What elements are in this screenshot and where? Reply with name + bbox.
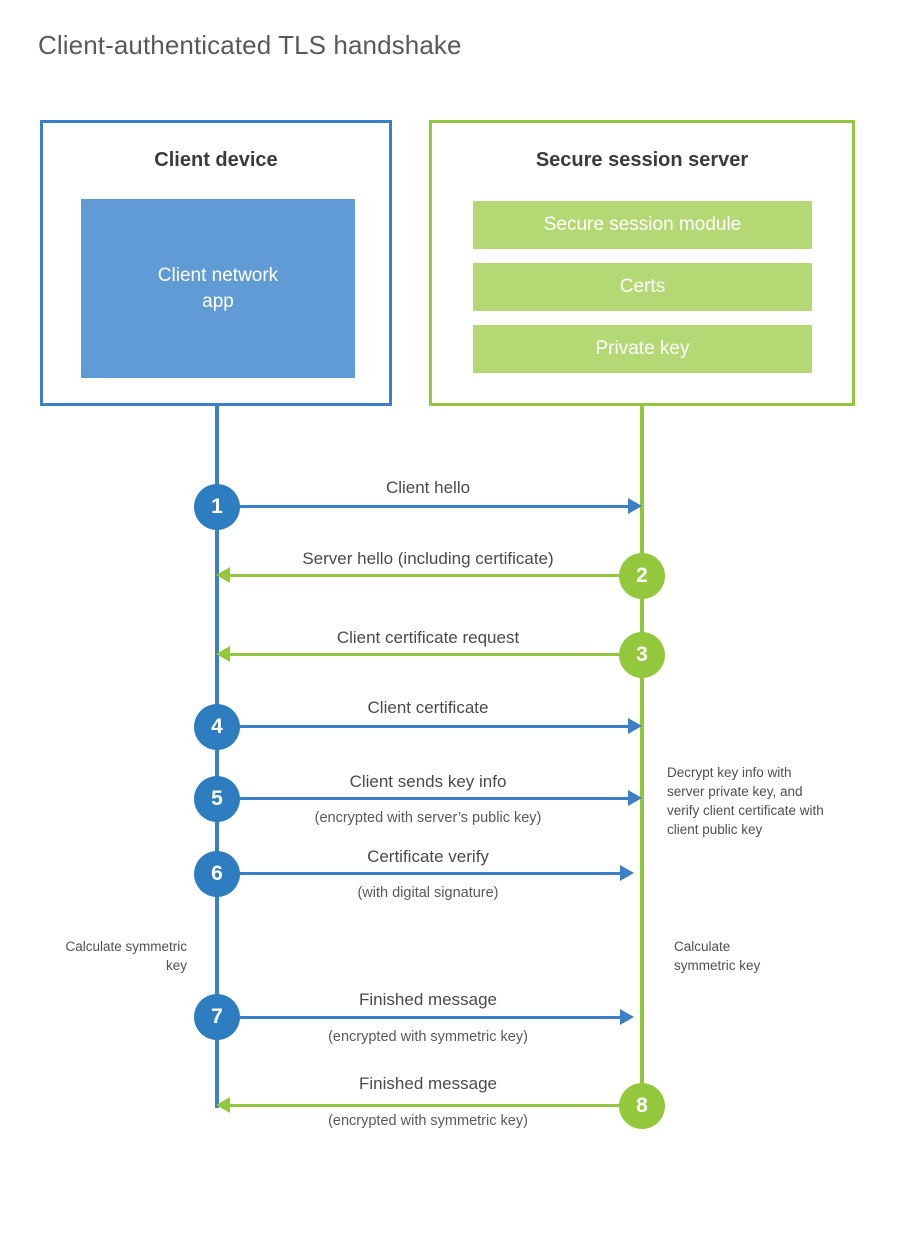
step-number: 2 xyxy=(636,564,648,587)
step-circle-2: 2 xyxy=(619,553,665,599)
message-label-6: Certificate verify xyxy=(367,847,489,866)
client-network-app-label: Client network app xyxy=(157,264,279,312)
message-label-5: Client sends key info xyxy=(349,772,507,791)
client-device-title: Client device xyxy=(154,149,278,171)
message-label-2: Server hello (including certificate) xyxy=(302,549,554,568)
step-circle-3: 3 xyxy=(619,632,665,678)
annotation-server-decrypt: Decrypt key info with server private key… xyxy=(667,765,824,838)
message-arrow-4 xyxy=(217,725,638,728)
annotation-client-calculate-symmetric-key: Calculate symmetric key xyxy=(65,939,187,974)
server-block-label: Certs xyxy=(619,276,666,297)
message-arrow-6 xyxy=(217,872,628,875)
secure-session-server-title: Secure session server xyxy=(535,149,749,171)
server-block-label: Secure session module xyxy=(543,214,742,235)
message-label-8: Finished message xyxy=(359,1074,497,1093)
message-label-1: Client hello xyxy=(385,478,471,497)
step-number: 3 xyxy=(636,643,648,666)
message-sublabel-8: (encrypted with symmetric key) xyxy=(328,1113,528,1129)
step-number: 6 xyxy=(211,862,223,885)
server-block-private-key: Private key xyxy=(473,325,812,373)
page-title: Client-authenticated TLS handshake xyxy=(38,30,462,60)
server-block-certs: Certs xyxy=(473,263,812,311)
message-sublabel-7: (encrypted with symmetric key) xyxy=(328,1029,528,1045)
message-label-7: Finished message xyxy=(359,990,497,1009)
server-block-secure-session-module: Secure session module xyxy=(473,201,812,249)
step-circle-4: 4 xyxy=(194,704,240,750)
step-number: 7 xyxy=(211,1005,223,1028)
arrow-head-7 xyxy=(620,1009,634,1025)
client-network-app-block: Client network app xyxy=(81,199,355,378)
step-number: 4 xyxy=(211,715,223,738)
arrow-head-5 xyxy=(628,790,642,806)
arrow-head-4 xyxy=(628,718,642,734)
annotation-server-calculate-symmetric-key: Calculate symmetric key xyxy=(674,939,761,974)
step-circle-8: 8 xyxy=(619,1083,665,1129)
client-device-box: Client device Client network app xyxy=(40,120,392,406)
secure-session-server-box: Secure session server Secure session mod… xyxy=(429,120,855,406)
arrow-head-6 xyxy=(620,865,634,881)
message-sublabel-6: (with digital signature) xyxy=(357,885,499,901)
step-number: 5 xyxy=(211,787,223,810)
message-arrow-1 xyxy=(217,505,638,508)
step-circle-1: 1 xyxy=(194,484,240,530)
step-number: 1 xyxy=(211,495,223,518)
client-lifeline xyxy=(215,405,219,1108)
arrow-head-1 xyxy=(628,498,642,514)
message-arrow-3 xyxy=(228,653,640,656)
arrow-head-2 xyxy=(216,567,230,583)
step-circle-6: 6 xyxy=(194,851,240,897)
message-label-3: Client certificate request xyxy=(336,628,520,647)
step-circle-5: 5 xyxy=(194,776,240,822)
arrow-head-8 xyxy=(216,1097,230,1113)
message-arrow-7 xyxy=(217,1016,628,1019)
message-arrow-2 xyxy=(228,574,640,577)
message-label-4: Client certificate xyxy=(367,698,489,717)
server-block-label: Private key xyxy=(595,338,690,359)
server-lifeline xyxy=(640,405,644,1105)
arrow-head-3 xyxy=(216,646,230,662)
message-arrow-5 xyxy=(217,797,638,800)
step-number: 8 xyxy=(636,1094,648,1117)
message-sublabel-5: (encrypted with server’s public key) xyxy=(314,810,542,826)
message-arrow-8 xyxy=(228,1104,640,1107)
step-circle-7: 7 xyxy=(194,994,240,1040)
